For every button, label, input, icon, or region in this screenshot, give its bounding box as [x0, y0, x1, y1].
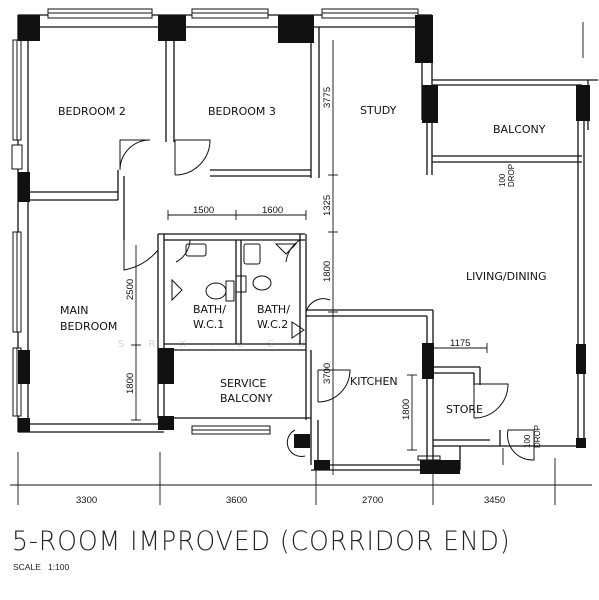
room-label-living-dining: LIVING/DINING — [466, 270, 547, 283]
store-drop-label: DROP — [533, 425, 542, 448]
room-label-bath-2-line1: BATH/ — [257, 303, 290, 316]
room-label-bath-2-line2: W.C.2 — [257, 318, 288, 331]
dimension-3700: 3700 — [322, 363, 333, 384]
room-label-bath-1-line2: W.C.1 — [193, 318, 224, 331]
dimension-1500: 1500 — [193, 205, 214, 216]
dimension-3600: 3600 — [226, 495, 247, 506]
windows — [11, 8, 419, 435]
dimension-3450: 3450 — [484, 495, 505, 506]
scale-value: 1:100 — [47, 562, 70, 572]
room-label-kitchen: KITCHEN — [350, 375, 398, 388]
dimension-2700: 2700 — [362, 495, 383, 506]
walls — [17, 14, 598, 471]
scale-label: SCALE — [13, 562, 41, 572]
dimension-1800-center: 1800 — [322, 261, 333, 282]
dimension-3775: 3775 — [322, 87, 333, 108]
room-label-bedroom-2: BEDROOM 2 — [58, 105, 126, 118]
dimension-3300: 3300 — [76, 495, 97, 506]
room-label-main-bedroom-line2: BEDROOM — [60, 320, 117, 333]
room-label-service-balcony-line1: SERVICE — [220, 377, 266, 390]
store-drop-value: 100 — [523, 434, 532, 448]
plan-title: 5-ROOM IMPROVED (CORRIDOR END) — [12, 526, 511, 557]
room-label-service-balcony-line2: BALCONY — [220, 392, 273, 405]
room-label-bedroom-3: BEDROOM 3 — [208, 105, 276, 118]
balcony-drop-value: 100 — [498, 173, 507, 187]
room-label-bath-1-line1: BATH/ — [193, 303, 226, 316]
dimension-1800-left: 1800 — [125, 373, 136, 394]
scale-note: SCALE 1:100 — [13, 562, 69, 572]
room-label-study: STUDY — [360, 104, 397, 117]
dimension-2500: 2500 — [125, 279, 136, 300]
doors — [119, 139, 535, 461]
room-label-main-bedroom-line1: MAIN — [60, 304, 89, 317]
fixtures — [171, 243, 441, 461]
balcony-drop-label: DROP — [507, 164, 516, 187]
dimension-1175: 1175 — [450, 338, 470, 349]
dimension-1325: 1325 — [322, 195, 333, 216]
dimension-1600: 1600 — [262, 205, 283, 216]
columns — [18, 15, 590, 474]
dimension-lines — [10, 22, 592, 505]
room-label-balcony: BALCONY — [493, 123, 546, 136]
room-label-store: STORE — [446, 403, 483, 416]
dimension-1800-kitchen: 1800 — [401, 399, 412, 420]
